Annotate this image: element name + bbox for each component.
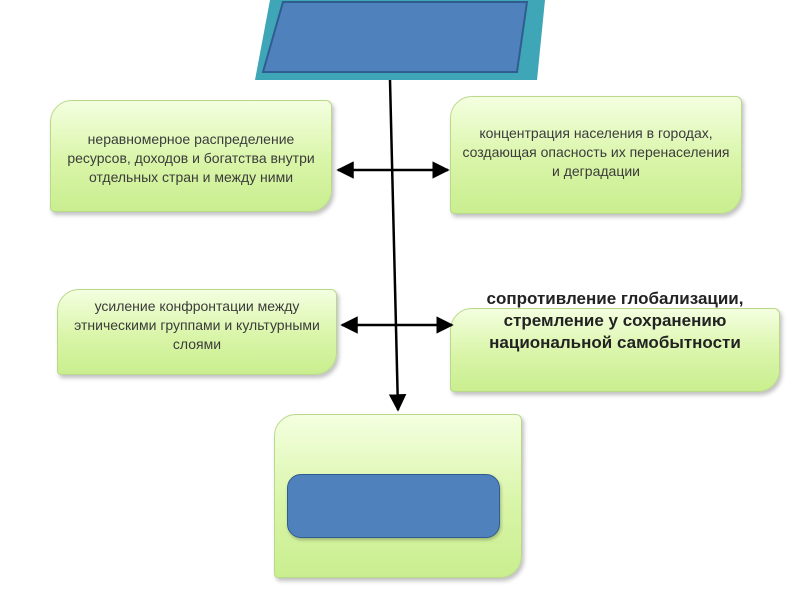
box-urban-concentration-text: концентрация населения в городах, создаю… [462, 124, 730, 179]
box-uneven-distribution-text: неравномерное распределение ресурсов, до… [67, 130, 315, 185]
top-blue-parallelogram [255, 0, 545, 80]
box-urban-concentration: концентрация населения в городах, создаю… [450, 96, 742, 214]
box-ethnic-confrontation: усиление конфронтации между этническими … [57, 289, 337, 375]
box-globalization-resistance [450, 308, 780, 392]
bottom-blue-rectangle [287, 474, 500, 538]
box-ethnic-confrontation-text: усиление конфронтации между этническими … [74, 297, 320, 352]
vertical-arrow [388, 79, 407, 412]
parallelogram-blue-face [261, 1, 529, 73]
box-uneven-distribution: неравномерное распределение ресурсов, до… [50, 100, 332, 212]
box-globalization-resistance-text: сопротивление глобализации, стремление у… [486, 289, 744, 352]
